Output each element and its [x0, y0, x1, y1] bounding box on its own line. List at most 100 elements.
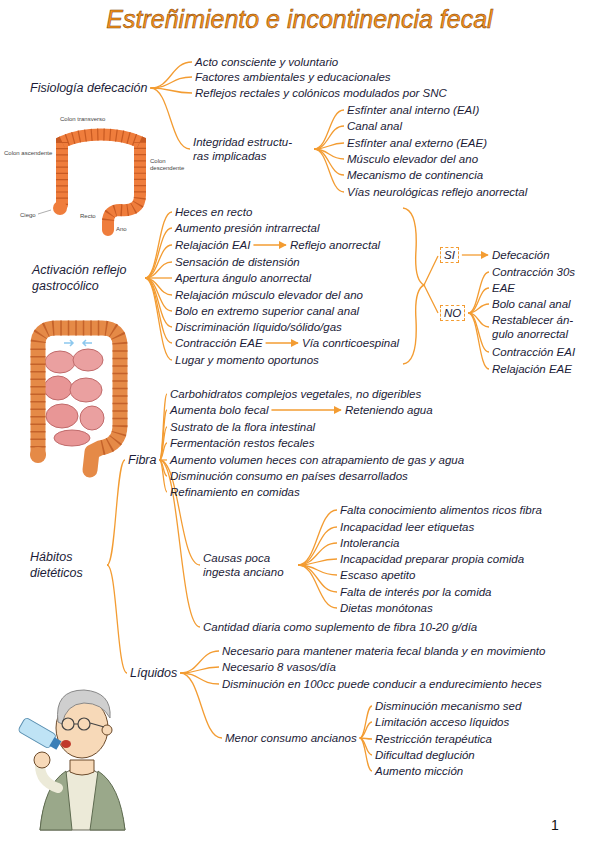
node-text: Músculo elevador del ano [347, 152, 478, 166]
small-intestine [73, 349, 103, 371]
branch-item: Incapacidad leer etiquetas [340, 520, 474, 534]
node-text: Líquidos [130, 665, 177, 681]
node-text: SI [444, 248, 455, 262]
part-label: Ciego [20, 212, 36, 219]
branch-connector [145, 212, 172, 278]
diagram-title: Estreñimiento e incontinencia fecal [0, 5, 599, 34]
node-text: Esfínter anal externo (EAE) [347, 136, 487, 150]
node-text: Dietas monótonas [340, 601, 433, 615]
glasses [62, 718, 74, 730]
branch-item: Falta conocimiento alimentos ricos fibra [340, 503, 542, 517]
branch-item: Fermentación restos fecales [170, 436, 314, 450]
branch-item: Relajación EAI [175, 238, 250, 252]
branch-item: Heces en recto [175, 205, 252, 219]
node-text: Contracción EAE [175, 336, 263, 350]
node-text: Incapacidad preparar propia comida [340, 552, 524, 566]
elderly-man-illustration [18, 690, 125, 830]
node-text: Integridad estructu- ras implicadas [193, 135, 311, 163]
branch-item: Mecanismo de continencia [347, 168, 483, 182]
node-text: Necesario 8 vasos/día [222, 660, 336, 674]
node-text: Necesario para mantener materia fecal bl… [222, 644, 545, 658]
branch-item: Aumento micción [375, 764, 463, 778]
node-text: Bolo canal anal [492, 297, 571, 311]
branch-item: Disminución consumo en países desarrolla… [170, 469, 408, 483]
branch-heading: Fisiología defecación [30, 80, 147, 96]
branch-connector [253, 244, 286, 245]
branch-item: Falta de interés por la comida [340, 585, 492, 599]
branch-item: Relajación EAE [492, 362, 572, 376]
intestine-haustra [38, 328, 120, 455]
branch-item: Refinamiento en comidas [170, 485, 300, 499]
node-text: Activación reflejo gastrocólico [32, 262, 142, 294]
node-text: Esfínter anal interno (EAI) [347, 103, 479, 117]
branch-connector [468, 272, 489, 313]
branch-heading: Líquidos [130, 665, 177, 681]
branch-connector [150, 88, 190, 149]
node-text: Restricción terapéutica [375, 732, 492, 746]
decision-tag: SI [440, 247, 459, 263]
branch-item: Restricción terapéutica [375, 732, 492, 746]
node-text: Dificultad deglución [375, 748, 475, 762]
node-text: Contracción EAI [492, 345, 575, 359]
branch-item: Dietas monótonas [340, 601, 433, 615]
node-text: NO [444, 306, 461, 320]
intestine-illustration [30, 328, 120, 470]
branch-item: Factores ambientales y educacionales [195, 70, 391, 84]
node-text: Canal anal [347, 119, 402, 133]
curly-bracket [403, 208, 424, 364]
vest [90, 771, 125, 830]
branch-item: Vía conrticoespinal [302, 336, 399, 350]
branch-item: Escaso apetito [340, 568, 415, 582]
branch-connector [271, 409, 341, 410]
small-intestine [54, 430, 90, 446]
glasses-frame [74, 723, 104, 727]
branch-item: Músculo elevador del ano [347, 152, 478, 166]
branch-item: Disminución mecanismo sed [375, 699, 521, 713]
node-text: Relajación EAI [175, 238, 250, 252]
branch-connector [180, 651, 219, 673]
branch-connector [150, 77, 192, 88]
bottle-cap [49, 737, 61, 750]
branch-connector [159, 460, 200, 627]
large-intestine [38, 328, 120, 470]
node-text: Reteniendo agua [345, 403, 433, 417]
water-bottle [18, 717, 63, 752]
branch-item: Sensación de distensión [175, 255, 300, 269]
branch-connector [298, 559, 337, 565]
part-label: Colon descendente [150, 158, 186, 171]
branch-connector [107, 565, 127, 673]
node-text: Cantidad diaria como suplemento de fibra… [203, 620, 477, 634]
branch-item: Contracción EAE [175, 336, 263, 350]
motion-arrows [64, 340, 92, 346]
node-text: Hábitos dietéticos [30, 549, 104, 581]
branch-connector [360, 738, 372, 771]
glasses [78, 718, 90, 730]
branch-item: Contracción EAI [492, 345, 575, 359]
node-text: Disminución mecanismo sed [375, 699, 521, 713]
branch-connector [462, 254, 488, 255]
node-text: Disminución en 100cc puede conducir a en… [222, 677, 542, 691]
branch-connector [159, 410, 167, 460]
branch-connector [468, 313, 489, 352]
branch-heading: Activación reflejo gastrocólico [32, 262, 142, 294]
node-text: Defecación [492, 248, 550, 262]
branch-connector [314, 149, 344, 192]
branch-heading: Hábitos dietéticos [30, 549, 104, 581]
cecum [53, 201, 67, 215]
branch-item: Apertura ángulo anorrectal [175, 271, 311, 285]
node-text: Carbohidratos complejos vegetales, no di… [170, 387, 421, 401]
bracket-branch [424, 256, 438, 313]
small-intestine [44, 376, 72, 400]
node-text: EAE [492, 281, 515, 295]
branch-item: Bolo en extremo superior canal anal [175, 304, 359, 318]
node-text: Mecanismo de continencia [347, 168, 483, 182]
branch-heading: Fibra [128, 452, 156, 468]
colon-tube [62, 135, 140, 231]
node-text: Contracción 30s [492, 265, 575, 279]
node-text: Discriminación líquido/sólido/gas [175, 320, 342, 334]
branch-connector [107, 460, 125, 565]
branch-connector [298, 565, 337, 608]
branch-item: Reflejos rectales y colónicos modulados … [195, 86, 447, 100]
part-label: Colon transverso [60, 116, 105, 123]
